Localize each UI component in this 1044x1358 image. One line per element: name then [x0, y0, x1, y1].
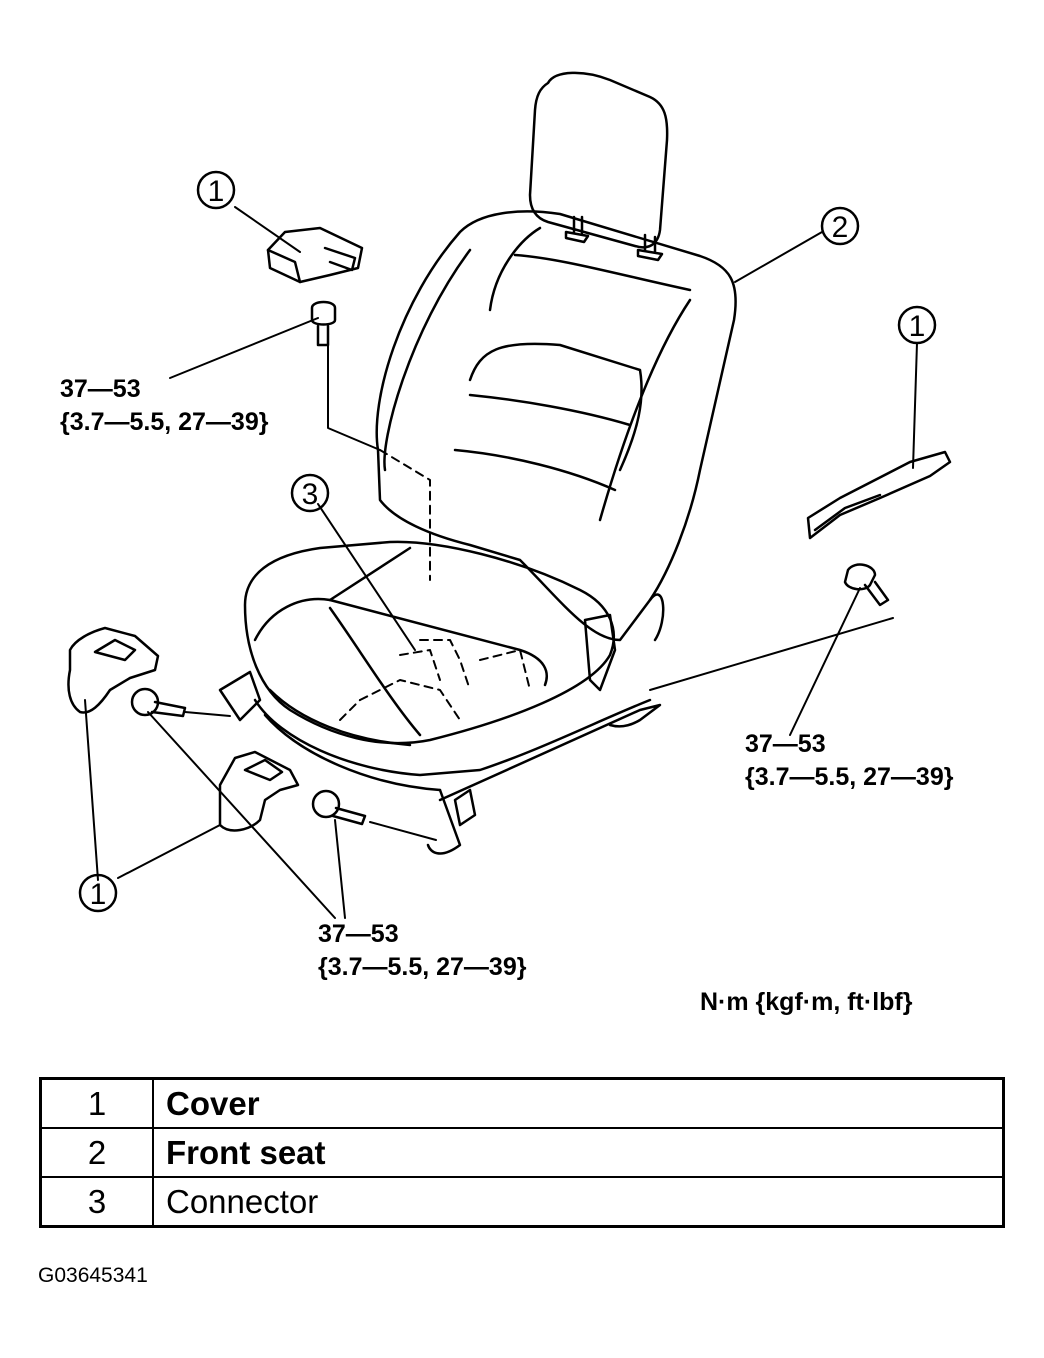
- legend-row: 1 Cover: [39, 1077, 1005, 1129]
- figure-id: G03645341: [38, 1264, 148, 1287]
- legend-number: 3: [39, 1176, 154, 1228]
- cover-top: [266, 226, 364, 284]
- seat-frame: [218, 613, 662, 855]
- unit-label: N·m {kgf·m, ft·lbf}: [700, 988, 913, 1016]
- leader-lines: [84, 206, 918, 919]
- cover-front-left: [67, 626, 160, 714]
- parts-legend-table: 1 Cover 2 Front seat 3 Connector: [39, 1077, 1005, 1228]
- seat-cushion: [243, 540, 615, 747]
- bolt-right: [843, 563, 890, 607]
- callout-cover-lower-number: 1: [90, 878, 107, 911]
- legend-row: 2 Front seat: [39, 1127, 1005, 1178]
- torque-spec-top-left: 37—53 {3.7—5.5, 27—39}: [60, 373, 268, 439]
- seat-back: [375, 210, 737, 642]
- callout-front-seat: 2: [820, 206, 860, 246]
- cover-front-middle: [218, 750, 300, 832]
- torque-spec-top-left-nm: 37—53: [60, 375, 141, 403]
- torque-spec-bottom: 37—53 {3.7—5.5, 27—39}: [318, 918, 526, 984]
- bolt-front-middle: [311, 789, 367, 826]
- connector-harness: [339, 449, 531, 721]
- callout-cover-top-number: 1: [208, 175, 225, 208]
- headrest: [528, 71, 669, 262]
- torque-spec-right: 37—53 {3.7—5.5, 27—39}: [745, 728, 953, 794]
- legend-name: Connector: [152, 1176, 1005, 1228]
- legend-number: 1: [39, 1077, 154, 1129]
- legend-name: Cover: [152, 1077, 1005, 1129]
- bolt-top-left: [310, 300, 337, 347]
- torque-spec-top-left-alt: {3.7—5.5, 27—39}: [60, 408, 269, 436]
- callout-cover-right-number: 1: [909, 310, 926, 343]
- callout-cover-right: 1: [897, 305, 937, 345]
- torque-spec-right-alt: {3.7—5.5, 27—39}: [745, 763, 954, 791]
- bolt-front-left: [130, 687, 187, 718]
- callout-front-seat-number: 2: [832, 211, 849, 244]
- torque-spec-right-nm: 37—53: [745, 730, 826, 758]
- cover-right: [806, 450, 952, 540]
- legend-row: 3 Connector: [39, 1176, 1005, 1228]
- callout-cover-top: 1: [196, 170, 236, 210]
- seat-diagram: 1 2 1 3 1: [67, 71, 952, 919]
- legend-name: Front seat: [152, 1127, 1005, 1178]
- torque-spec-bottom-alt: {3.7—5.5, 27—39}: [318, 953, 527, 981]
- torque-spec-bottom-nm: 37—53: [318, 920, 399, 948]
- callout-connector: 3: [290, 473, 330, 513]
- legend-number: 2: [39, 1127, 154, 1178]
- callout-connector-number: 3: [302, 478, 319, 511]
- callout-cover-lower: 1: [78, 873, 118, 913]
